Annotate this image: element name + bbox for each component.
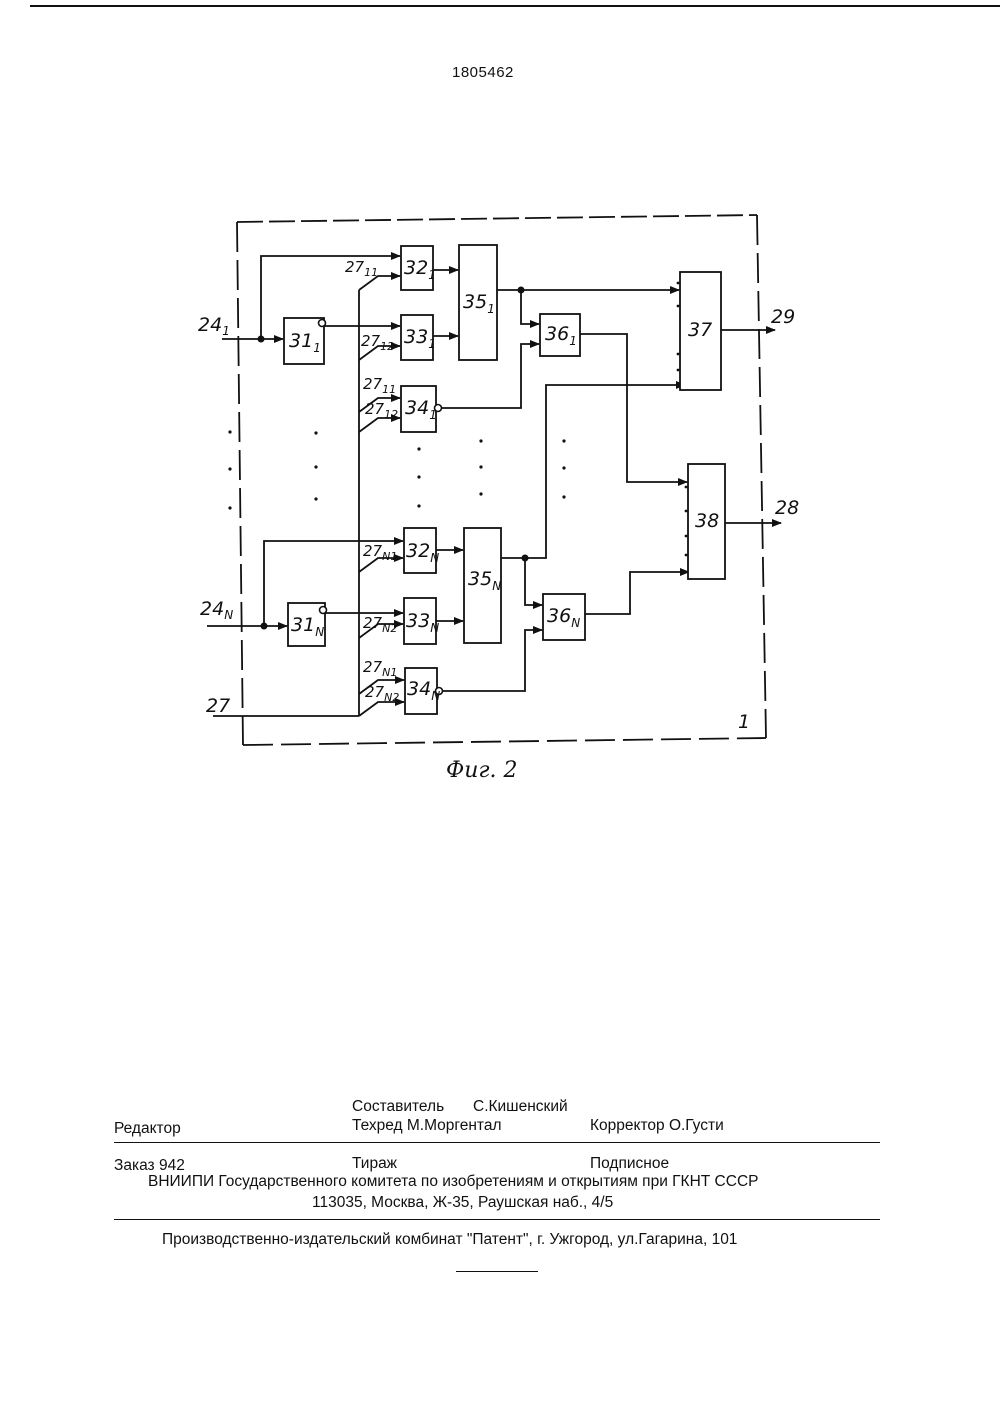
colophon-rule-2 <box>114 1219 880 1220</box>
compiler-label: Составитель <box>352 1098 444 1116</box>
inverter-dot-31-n <box>320 607 327 614</box>
bus-label-27-11: 2711 <box>345 258 378 279</box>
subscription: Подписное <box>590 1155 669 1173</box>
bus-label-27-n2-b: 27N2 <box>365 683 399 704</box>
colophon-rule-1 <box>114 1142 880 1143</box>
bus-label-27-n1-b: 27N1 <box>363 658 397 679</box>
bus-label-27-n2: 27N2 <box>363 614 397 635</box>
figure-caption: Фиг. 2 <box>446 758 518 783</box>
input-label-27: 27 <box>206 695 230 717</box>
bus-label-27-12: 2712 <box>361 332 394 353</box>
compiler-name: С.Кишенский <box>473 1098 568 1116</box>
corrector: Корректор О.Густи <box>590 1117 724 1135</box>
block-label-38: 38 <box>695 510 719 532</box>
address: 113035, Москва, Ж-35, Раушская наб., 4/5 <box>312 1194 613 1212</box>
publisher: Производственно-издательский комбинат "П… <box>162 1231 737 1249</box>
inverter-dot-31-1 <box>319 320 326 327</box>
input-label-24-1: 241 <box>198 314 230 338</box>
circulation: Тираж <box>352 1155 397 1173</box>
tech-editor: Техред М.Моргентал <box>352 1117 502 1135</box>
bus-label-27-11-b: 2711 <box>363 375 396 396</box>
block-label-37: 37 <box>688 319 712 341</box>
output-label-29: 29 <box>771 306 795 328</box>
bus-label-27-n1: 27N1 <box>363 542 397 563</box>
editor-label: Редактор <box>114 1120 181 1138</box>
output-label-28: 28 <box>775 497 799 519</box>
block-diagram: 241 24N 27 29 28 1 2711 2712 2711 2712 2… <box>0 0 1000 800</box>
input-label-24-n: 24N <box>200 598 233 622</box>
unit-label-1: 1 <box>738 711 750 733</box>
institute: ВНИИПИ Государственного комитета по изоб… <box>148 1173 758 1191</box>
bus-label-27-12-b: 2712 <box>365 400 398 421</box>
end-rule <box>456 1271 538 1272</box>
